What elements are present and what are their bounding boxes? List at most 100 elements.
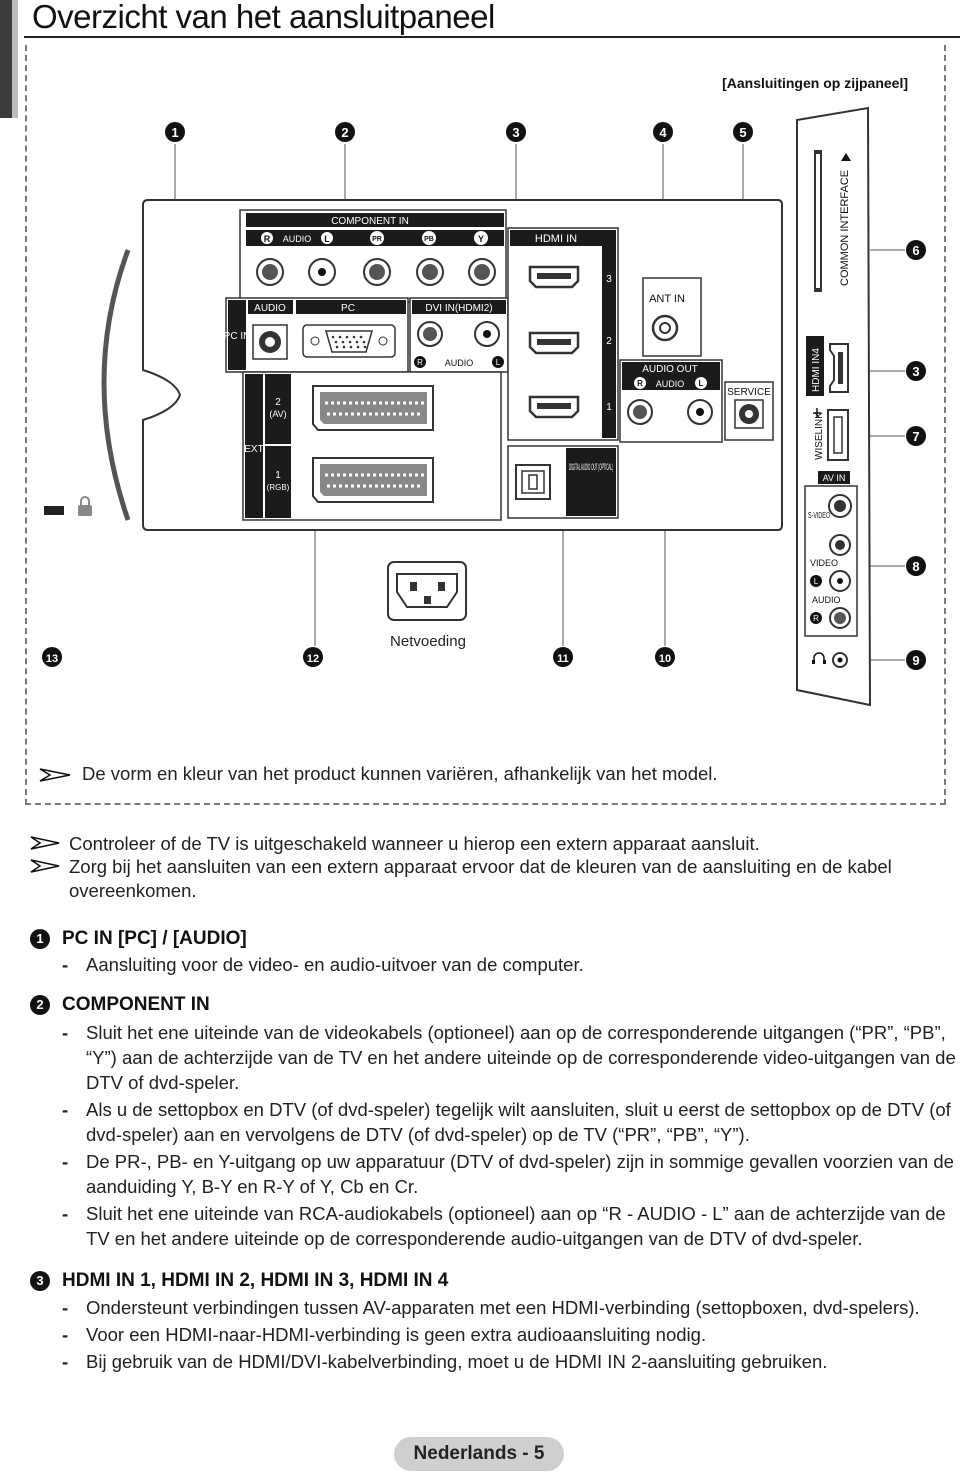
hdmi-port-3 [528, 265, 580, 289]
svg-text:2: 2 [275, 397, 281, 408]
svg-text:PR: PR [372, 236, 382, 243]
digital-audio-out-label: DIGITAL AUDIO OUT (OPTICAL) [569, 462, 613, 472]
list-item: Sluit het ene uiteinde van de videokabel… [62, 1020, 958, 1095]
callout-6: 6 [906, 240, 926, 260]
note-arrow-icon [39, 768, 71, 782]
svg-text:AV IN: AV IN [823, 473, 846, 483]
kensington-slot [44, 506, 64, 515]
svg-text:AUDIO: AUDIO [254, 303, 286, 314]
svg-text:Y: Y [478, 234, 484, 244]
svg-text:PC: PC [341, 303, 355, 314]
svg-text:R: R [813, 614, 819, 623]
svg-text:R: R [637, 379, 643, 388]
kensington-lock-icon [78, 496, 92, 516]
diagram-note: De vorm en kleur van het product kunnen … [82, 763, 718, 784]
note-text: Controleer of de TV is uitgeschakeld wan… [69, 833, 760, 854]
svg-text:DVI IN(HDMI2): DVI IN(HDMI2) [425, 303, 492, 314]
callout-11: 11 [553, 647, 573, 667]
callout-4: 4 [653, 122, 673, 142]
callout-9: 9 [906, 650, 926, 670]
svg-text:8: 8 [912, 559, 919, 574]
svg-text:AUDIO: AUDIO [656, 379, 685, 389]
ant-in-block [642, 277, 702, 357]
callout-7: 7 [906, 426, 926, 446]
hdmi-port-1 [528, 395, 580, 419]
svg-text:3: 3 [912, 364, 919, 379]
svg-text:L: L [699, 379, 704, 388]
page-title: Overzicht van het aansluitpaneel [32, 0, 495, 35]
callout-numbers: 1 2 3 4 5 6 3 7 8 9 10 11 12 13 [42, 122, 926, 670]
wiselink-label: WISELINK [814, 412, 825, 460]
svg-text:5: 5 [739, 125, 746, 140]
callout-5: 5 [733, 122, 753, 142]
svg-text:3: 3 [512, 125, 519, 140]
note-1: Controleer of de TV is uitgeschakeld wan… [30, 832, 950, 856]
side-panel-caption: [Aansluitingen op zijpaneel] [722, 75, 908, 91]
section-2-list: Sluit het ene uiteinde van de videokabel… [62, 1020, 958, 1253]
note-text: Zorg bij het aansluiten van een extern a… [69, 856, 892, 901]
component-jacks [256, 258, 496, 286]
svg-text:12: 12 [307, 653, 319, 665]
hdmi-in4-port [829, 343, 849, 393]
section-3-list: Ondersteunt verbindingen tussen AV-appar… [62, 1295, 958, 1376]
netvoeding-label: Netvoeding [390, 633, 466, 650]
hdmi-port-2 [528, 331, 580, 355]
wiselink-usb-port [827, 409, 849, 461]
svg-text:L: L [324, 234, 330, 244]
callout-3-side: 3 [906, 361, 926, 381]
list-item: Als u de settopbox en DTV (of dvd-speler… [62, 1097, 958, 1147]
svg-text:9: 9 [912, 653, 919, 668]
callout-12: 12 [303, 647, 323, 667]
usb-icon [813, 408, 821, 418]
s-video-label: S-VIDEO [808, 511, 830, 520]
svg-text:2: 2 [606, 336, 612, 347]
svg-text:13: 13 [46, 653, 58, 665]
callout-8: 8 [906, 556, 926, 576]
list-item: Ondersteunt verbindingen tussen AV-appar… [62, 1295, 958, 1320]
svg-text:10: 10 [659, 653, 671, 665]
svg-text:3: 3 [606, 274, 612, 285]
optical-port [515, 464, 551, 500]
svg-text:1: 1 [606, 402, 612, 413]
svg-text:6: 6 [912, 243, 919, 258]
vga-port [302, 324, 396, 358]
scart-port-1 [312, 457, 434, 503]
common-interface-slot [814, 150, 822, 292]
component-in-label: COMPONENT IN [331, 216, 409, 227]
callout-1: 1 [165, 122, 185, 142]
svg-text:HDMI IN: HDMI IN [535, 233, 577, 245]
svg-text:AUDIO: AUDIO [283, 234, 312, 244]
svg-text:7: 7 [912, 429, 919, 444]
headphone-icon [812, 652, 826, 664]
svg-text:ANT IN: ANT IN [649, 293, 685, 305]
svg-text:2: 2 [341, 125, 348, 140]
page-number-badge: Nederlands - 5 [394, 1437, 564, 1471]
svg-text:VIDEO: VIDEO [810, 558, 838, 568]
common-interface-label: COMMON INTERFACE [839, 170, 851, 286]
svg-text:R: R [264, 234, 271, 244]
svg-text:SERVICE: SERVICE [727, 387, 771, 398]
svg-text:(AV): (AV) [269, 409, 286, 419]
svg-text:L: L [814, 577, 819, 586]
svg-text:AUDIO: AUDIO [812, 595, 841, 605]
callout-2: 2 [335, 122, 355, 142]
svg-text:4: 4 [659, 125, 667, 140]
svg-text:L: L [496, 358, 501, 367]
list-item: Sluit het ene uiteinde van RCA-audiokabe… [62, 1201, 958, 1251]
list-item: Voor een HDMI-naar-HDMI-verbinding is ge… [62, 1322, 958, 1347]
note-arrow-icon [30, 836, 60, 850]
list-item: Aansluiting voor de video- en audio-uitv… [62, 952, 958, 977]
svg-text:EXT: EXT [244, 444, 263, 455]
callout-3: 3 [506, 122, 526, 142]
scart-port-2 [312, 385, 434, 431]
callout-13: 13 [42, 647, 62, 667]
svg-text:11: 11 [557, 653, 569, 665]
connection-panel-diagram: [Aansluitingen op zijpaneel] 1 2 3 4 5 6… [39, 75, 926, 784]
component-header-row: R AUDIO L PR PB Y [261, 231, 488, 245]
hdmi-in4-label: HDMI IN4 [811, 348, 822, 392]
section-1-list: Aansluiting voor de video- en audio-uitv… [62, 952, 958, 979]
svg-text:R: R [417, 358, 423, 367]
svg-text:PB: PB [424, 236, 434, 243]
